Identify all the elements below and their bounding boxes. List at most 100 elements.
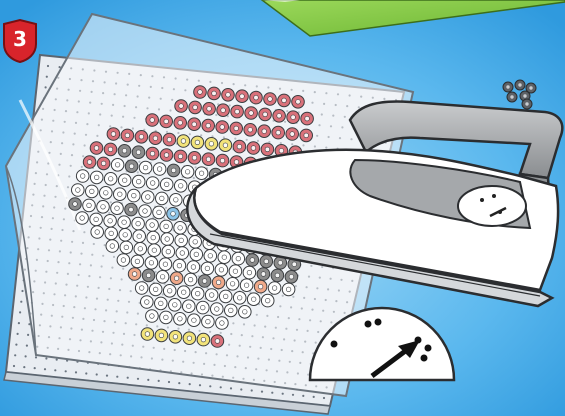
bead-hole — [149, 261, 154, 266]
bead-hole — [251, 146, 256, 151]
bead-hole — [160, 275, 165, 280]
bead-hole — [152, 248, 157, 253]
bead-hole — [95, 230, 100, 235]
bead-hole — [187, 336, 192, 341]
peg — [240, 388, 242, 390]
bead-hole — [136, 221, 141, 226]
bead-hole — [201, 305, 206, 310]
bead-hole — [187, 304, 192, 309]
bead-hole — [166, 249, 171, 254]
bead-hole — [87, 203, 92, 208]
peg — [45, 86, 47, 88]
bead-hole — [136, 179, 141, 184]
peg — [251, 389, 253, 391]
bead-hole — [236, 256, 241, 261]
bead-hole — [108, 147, 113, 152]
bead-hole — [150, 223, 155, 228]
bead-hole — [220, 158, 225, 163]
step-number: 3 — [0, 27, 40, 51]
bead-hole — [125, 133, 130, 138]
bead-hole — [202, 279, 207, 284]
bead-hole — [191, 265, 196, 270]
peg — [209, 385, 211, 387]
bead-hole — [206, 319, 211, 324]
bead-hole — [234, 160, 239, 165]
bead-hole — [206, 123, 211, 128]
bead-hole — [237, 296, 242, 301]
peg — [323, 397, 325, 399]
bead-hole — [201, 337, 206, 342]
bead-hole — [178, 154, 183, 159]
bead-hole — [138, 247, 143, 252]
bead-hole — [207, 107, 212, 112]
bead-hole — [223, 143, 228, 148]
bead-hole — [226, 93, 231, 98]
bead-hole — [229, 308, 234, 313]
bead-hole — [272, 286, 277, 291]
bead-hole — [94, 175, 99, 180]
bead-hole — [122, 220, 127, 225]
bead-hole — [192, 318, 197, 323]
bead-hole — [104, 191, 109, 196]
bead-hole — [94, 217, 99, 222]
bead-hole — [110, 244, 115, 249]
peg — [19, 311, 21, 313]
peg — [96, 373, 98, 375]
bead-hole — [132, 193, 137, 198]
peg — [147, 379, 149, 381]
peg — [85, 372, 87, 374]
bead-hole — [164, 224, 169, 229]
bead-hole — [181, 290, 186, 295]
bead-hole — [132, 272, 137, 277]
bead-hole — [177, 263, 182, 268]
peg — [168, 381, 170, 383]
bead-hole — [265, 147, 270, 152]
bead-hole — [234, 126, 239, 131]
peg — [292, 394, 294, 396]
bead-hole — [264, 259, 269, 264]
peg — [44, 368, 46, 370]
bead-hole — [135, 259, 140, 264]
bead-hole — [195, 140, 200, 145]
peg — [35, 356, 37, 358]
bead-hole — [198, 90, 203, 95]
bead-hole — [179, 104, 184, 109]
peg — [261, 391, 263, 393]
peg — [26, 345, 28, 347]
bead-hole — [153, 136, 158, 141]
bead-hole — [115, 163, 120, 168]
bead-hole — [289, 275, 294, 280]
bead-hole — [195, 291, 200, 296]
bead-hole — [109, 231, 114, 236]
bead-hole — [101, 161, 106, 166]
bead-hole — [179, 238, 184, 243]
bead-hole — [167, 289, 172, 294]
bead-hole — [290, 132, 295, 137]
peg — [15, 344, 17, 346]
bead-hole — [143, 165, 148, 170]
bead-hole — [235, 109, 240, 114]
bead-hole — [237, 144, 242, 149]
bead-hole — [278, 261, 283, 266]
bead-hole — [124, 245, 129, 250]
bead-hole — [178, 226, 183, 231]
bead-hole — [243, 310, 248, 315]
bead-hole — [160, 196, 165, 201]
peg — [106, 375, 108, 377]
bead-hole — [209, 293, 214, 298]
bead-hole — [90, 189, 95, 194]
bead-hole — [115, 206, 120, 211]
bead-hole — [282, 98, 287, 103]
peg — [75, 371, 77, 373]
peg — [27, 334, 29, 336]
bead-hole — [121, 258, 126, 263]
bead-hole — [261, 272, 266, 277]
peg — [14, 354, 16, 356]
bead-hole — [222, 255, 227, 260]
bead-hole — [151, 235, 156, 240]
bead-hole — [101, 205, 106, 210]
bead-hole — [219, 268, 224, 273]
bead-hole — [94, 146, 99, 151]
peg — [34, 367, 36, 369]
bead-hole — [199, 171, 204, 176]
